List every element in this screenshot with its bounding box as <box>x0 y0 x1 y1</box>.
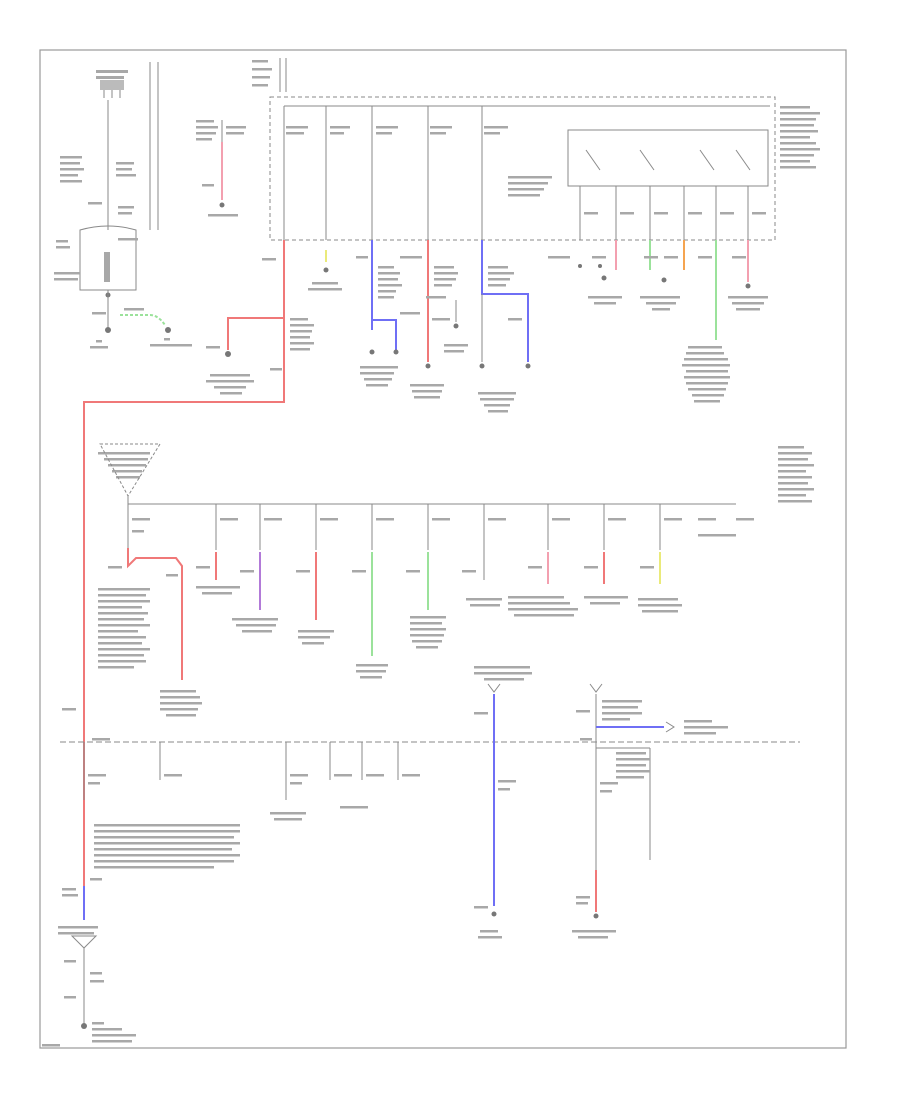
bus-drop <box>232 504 282 633</box>
relay-icon <box>567 129 769 187</box>
fuse-box-outline <box>269 96 776 241</box>
bus-drop <box>296 504 338 645</box>
bus-drop <box>406 504 450 649</box>
top-connector-labels <box>252 58 287 92</box>
bus-drop <box>98 504 202 717</box>
right-lower-circuits <box>474 666 728 939</box>
bus-drop <box>462 504 506 607</box>
bus-drop <box>638 504 682 613</box>
top-middle-circuits <box>308 240 531 413</box>
middle-fuse-bus <box>98 443 814 717</box>
bus-drop <box>352 504 394 679</box>
fuse-icon <box>196 120 246 217</box>
main-feed-red <box>83 240 314 900</box>
top-right-circuits <box>548 240 768 403</box>
lower-bus <box>42 708 800 1047</box>
bus-drop <box>508 504 578 617</box>
top-right-description <box>780 106 820 169</box>
diagram-frame <box>39 49 847 1049</box>
bus-drop <box>584 504 628 605</box>
battery-icon <box>100 80 124 98</box>
main-fuse-box <box>269 96 776 241</box>
battery-section <box>54 62 192 349</box>
bus-drop <box>196 504 240 595</box>
